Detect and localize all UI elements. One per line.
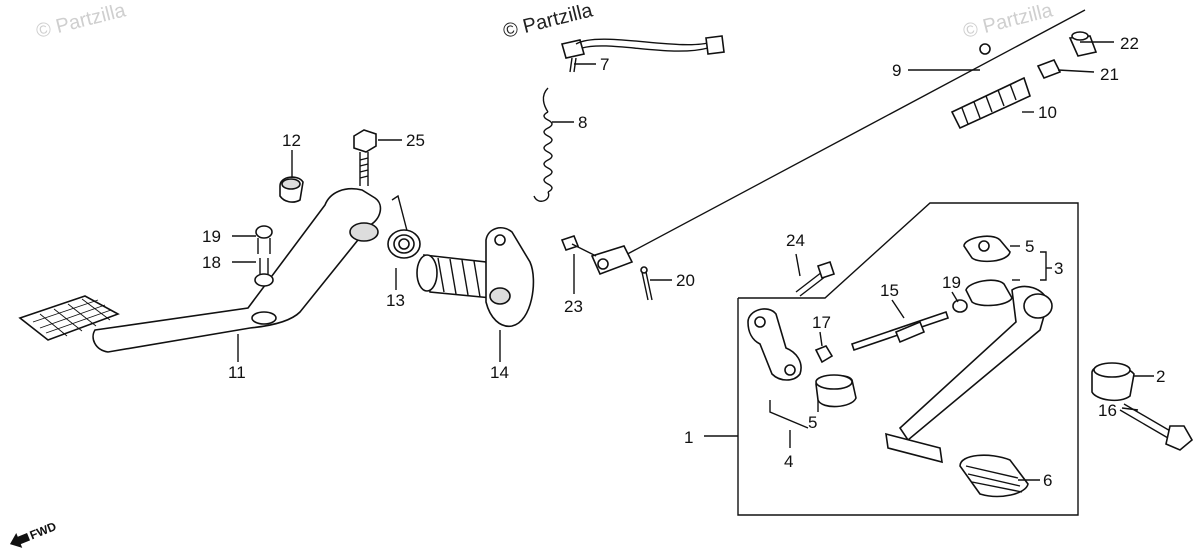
part-7 — [560, 35, 725, 73]
callout-22: 22 — [1120, 34, 1139, 53]
callout-4: 4 — [784, 452, 793, 471]
part-5-lower — [815, 374, 857, 408]
callout-1: 1 — [684, 428, 693, 447]
watermark-right: © Partzilla — [961, 0, 1056, 43]
callout-15: 15 — [880, 281, 899, 300]
part-18 — [254, 258, 274, 287]
callout-3: 3 — [1054, 259, 1063, 278]
part-brake-pedal — [18, 188, 382, 353]
callout-16: 16 — [1098, 401, 1117, 420]
fwd-label: FWD — [28, 519, 59, 542]
part-24 — [795, 260, 836, 297]
part-21 — [1036, 58, 1062, 80]
part-16 — [1119, 403, 1194, 451]
part-15 — [850, 310, 950, 352]
part-19-left — [255, 225, 273, 254]
part-25 — [353, 129, 377, 186]
watermark-center: © Partzilla — [501, 0, 596, 43]
callout-13: 13 — [386, 291, 405, 310]
callout-7: 7 — [600, 55, 609, 74]
part-6-pedal-arm — [885, 285, 1053, 498]
watermark-left: © Partzilla — [34, 0, 129, 43]
callout-23: 23 — [564, 297, 583, 316]
callout-2: 2 — [1156, 367, 1165, 386]
part-9 — [590, 9, 1086, 276]
callout-9: 9 — [892, 61, 901, 80]
part-10 — [950, 76, 1031, 130]
part-17 — [814, 345, 834, 364]
leader-lines — [232, 41, 1154, 481]
callout-20: 20 — [676, 271, 695, 290]
callout-21: 21 — [1100, 65, 1119, 84]
callout-10: 10 — [1038, 103, 1057, 122]
part-14 — [416, 227, 535, 327]
part-2 — [1091, 362, 1135, 402]
fwd-indicator: FWD — [9, 519, 59, 548]
callout-19-right: 19 — [942, 273, 961, 292]
callout-24: 24 — [786, 231, 805, 250]
part-3-upper — [963, 235, 1013, 307]
callout-6: 6 — [1043, 471, 1052, 490]
fwd-arrow-icon — [9, 532, 31, 548]
part-23 — [560, 235, 597, 257]
part-4 — [747, 308, 802, 381]
part-19-right — [952, 299, 968, 313]
callout-19-left: 19 — [202, 227, 221, 246]
callout-5-upper: 5 — [1025, 237, 1034, 256]
callout-14: 14 — [490, 363, 509, 382]
part-8 — [533, 87, 553, 202]
part-12 — [279, 176, 304, 203]
callout-labels: 1 2 3 4 5 5 6 7 8 9 10 11 12 13 14 15 16… — [202, 34, 1165, 490]
part-22 — [1068, 31, 1098, 57]
callout-17: 17 — [812, 313, 831, 332]
assembly-1-frame — [737, 202, 1079, 516]
part-13 — [387, 194, 421, 259]
part-20 — [640, 266, 653, 301]
callout-18: 18 — [202, 253, 221, 272]
callout-11: 11 — [228, 363, 246, 382]
callout-25: 25 — [406, 131, 425, 150]
callout-5-lower: 5 — [808, 413, 817, 432]
callout-12: 12 — [282, 131, 301, 150]
callout-8: 8 — [578, 113, 587, 132]
